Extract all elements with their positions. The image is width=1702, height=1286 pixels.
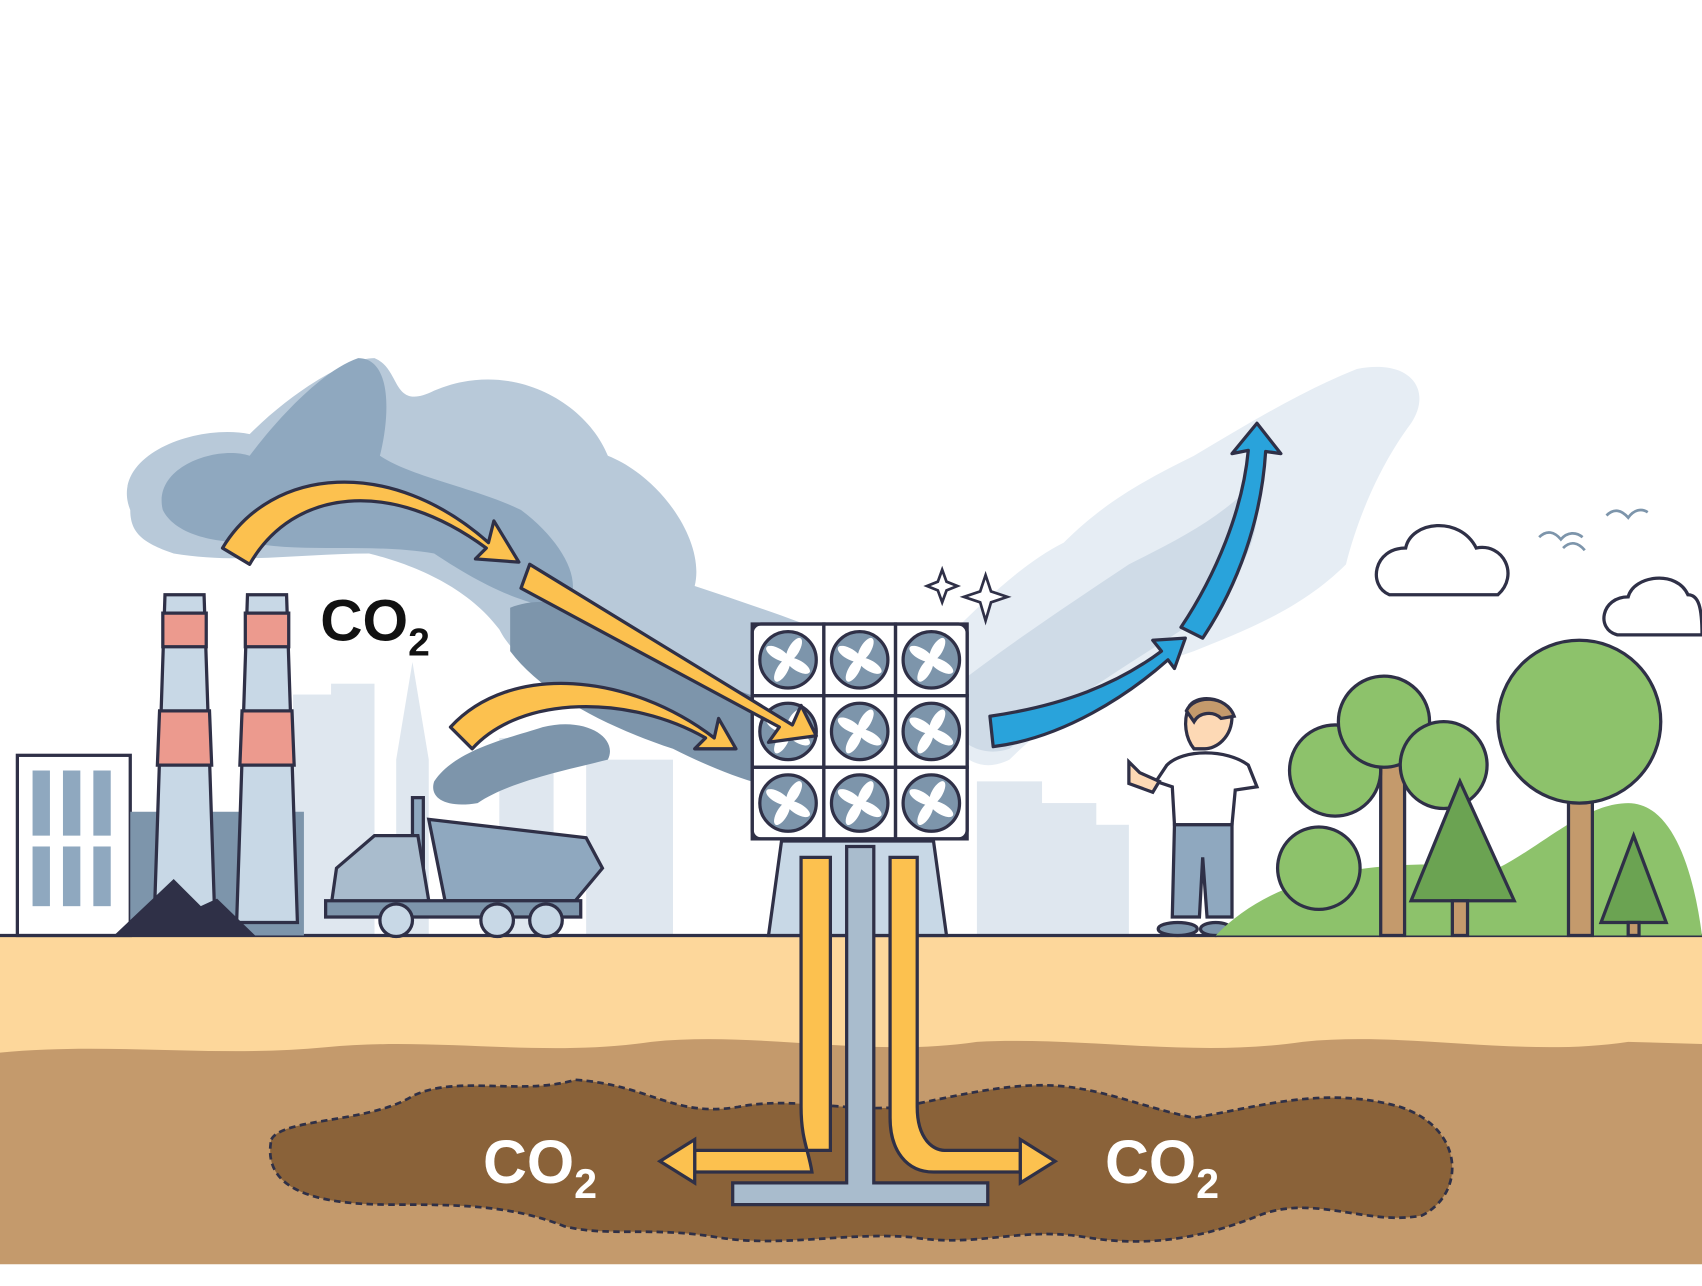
right-storage-co2-label: CO2 <box>1105 1128 1219 1207</box>
left-storage-co2-label: CO2 <box>483 1128 597 1207</box>
forest <box>1215 638 1702 938</box>
smokestack-left <box>152 593 217 925</box>
sparkle-icon <box>923 565 1012 626</box>
left-storage-co2-subscript: 2 <box>574 1161 597 1207</box>
air-co2-subscript: 2 <box>408 621 430 664</box>
sky-clouds <box>1374 524 1702 637</box>
right-storage-co2-subscript: 2 <box>1196 1161 1219 1207</box>
left-storage-co2-text: CO <box>483 1128 574 1196</box>
air-co2-label: CO2 <box>320 588 430 664</box>
injection-pipes <box>656 844 1059 1207</box>
direct-air-capture-unit <box>750 622 969 938</box>
clean-air-arrow <box>988 421 1283 749</box>
dump-truck <box>324 796 605 939</box>
coal-pile <box>113 879 256 936</box>
birds <box>1538 508 1649 552</box>
person-figure <box>1127 697 1260 938</box>
fan-icon <box>893 622 969 698</box>
co2-flow-arrows <box>220 480 818 751</box>
air-co2-text: CO <box>320 588 408 653</box>
fan-icon <box>750 765 826 841</box>
fan-icon <box>893 765 969 841</box>
fan-icon <box>750 622 826 698</box>
smokestack-right <box>234 593 300 925</box>
fan-icon <box>893 694 969 769</box>
right-storage-co2-text: CO <box>1105 1128 1196 1196</box>
